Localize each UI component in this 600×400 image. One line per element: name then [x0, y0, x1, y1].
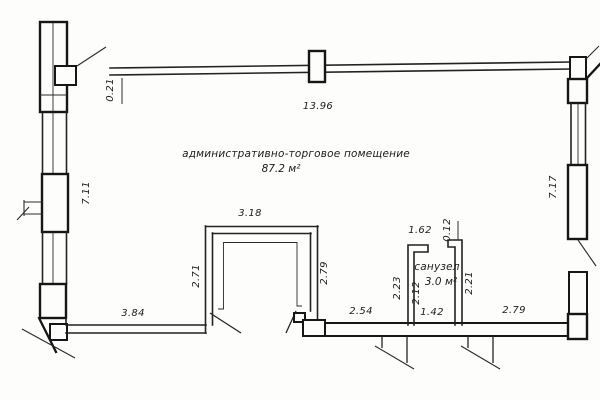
top-dimensions: 0.21 13.96	[105, 78, 333, 112]
dim-bottom-middle: 2.54	[349, 306, 372, 317]
top-wall	[109, 49, 573, 84]
right-corner-block	[566, 312, 589, 341]
dim-bottom-left: 3.84	[121, 308, 144, 319]
wc-room-area: 3.0 м²	[425, 276, 458, 288]
dim-wc-left-inner: 2.12	[411, 281, 422, 304]
bottom-wall-left	[65, 324, 207, 334]
left-lower-wall	[38, 282, 68, 320]
right-corner-leader	[584, 45, 600, 61]
niche-dimensions: 3.18 2.71 2.79	[191, 208, 330, 288]
right-top-column-lower	[566, 77, 589, 105]
main-room-label: административно-торговое помещение	[182, 148, 410, 160]
bottom-dimensions: 2.54 1.42 2.79	[349, 305, 525, 318]
right-corner-tick	[585, 62, 600, 80]
dim-wc-left-outer: 2.23	[392, 276, 403, 299]
dim-niche-right-depth: 2.79	[319, 261, 330, 284]
notch-leader-line	[76, 46, 107, 67]
right-top-column-upper	[569, 56, 587, 80]
left-wall-bracket	[16, 200, 43, 221]
entrance-step-left	[374, 336, 415, 370]
dim-niche-left-depth: 2.71	[191, 264, 202, 287]
left-mid-column	[40, 172, 70, 234]
main-room-area: 87.2 м²	[262, 163, 302, 175]
wc-room-label: санузел	[414, 261, 460, 273]
corner-hatch-line	[21, 328, 76, 359]
right-lower-column	[568, 271, 588, 315]
dim-wc-wall-thickness: 0.12	[442, 218, 453, 241]
dim-wc-right: 2.21	[464, 271, 475, 294]
dim-wc-top: 1.62	[408, 225, 431, 236]
dim-niche-width: 3.18	[238, 208, 261, 219]
niche-inner-line	[218, 242, 302, 310]
top-wall-column	[307, 49, 327, 84]
wc-room: 1.62 0.12 2.23 2.12 2.21 санузел 3.0 м²	[392, 218, 475, 326]
left-wall	[16, 20, 107, 359]
dim-wc-bottom: 1.42	[420, 307, 443, 318]
dim-bottom-right: 2.79	[502, 305, 525, 316]
bottom-wall-main	[324, 322, 572, 337]
central-niche	[204, 225, 326, 337]
left-column-notch	[54, 65, 77, 86]
right-wall-leader	[577, 239, 597, 267]
corner-block	[49, 323, 68, 341]
niche-step-large	[302, 319, 326, 337]
dim-left-height: 7.11	[81, 181, 92, 204]
niche-step-small	[293, 312, 306, 323]
dim-right-height: 7.17	[548, 175, 559, 199]
entrance-step-right	[460, 336, 501, 370]
dim-top-width: 13.96	[303, 101, 333, 112]
right-mid-column	[566, 163, 589, 241]
dim-top-offset: 0.21	[105, 78, 116, 101]
right-wall	[566, 45, 600, 341]
main-room-labels: административно-торговое помещение 87.2 …	[182, 148, 410, 175]
wc-right-wall	[447, 239, 463, 326]
wc-left-wall	[407, 244, 429, 326]
door-swing-left	[209, 312, 242, 334]
